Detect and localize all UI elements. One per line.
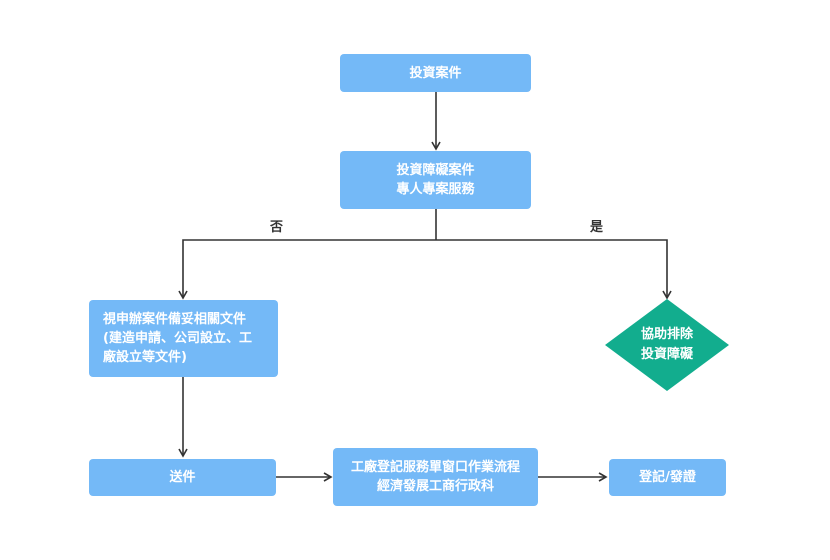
node-prepare-docs-line1: 視申辦案件備妥相關文件 — [103, 312, 247, 327]
node-assist: 協助排除 投資障礙 — [605, 299, 729, 391]
arrow-no-branch — [178, 239, 436, 300]
node-investment-case-label: 投資案件 — [409, 65, 462, 81]
node-registration-label: 登記/發證 — [639, 470, 696, 485]
node-barrier-case-line1: 投資障礙案件 — [396, 163, 475, 178]
node-assist-line1: 協助排除 — [640, 327, 693, 342]
node-prepare-docs-line2: (建造申請、公司設立、工 — [103, 331, 252, 346]
edge-label-yes: 是 — [590, 220, 604, 235]
arrow-yes-branch — [436, 239, 672, 300]
assist-diamond — [605, 299, 729, 391]
node-prepare-docs: 視申辦案件備妥相關文件 (建造申請、公司設立、工 廠設立等文件) — [89, 300, 278, 377]
node-registration: 登記/發證 — [609, 459, 726, 496]
node-assist-line2: 投資障礙 — [640, 347, 693, 362]
node-barrier-case-line2: 專人專案服務 — [396, 182, 475, 197]
node-prepare-docs-line3: 廠設立等文件) — [103, 350, 187, 365]
node-barrier-case: 投資障礙案件 專人專案服務 — [340, 151, 531, 209]
node-factory-window: 工廠登記服務單窗口作業流程 經濟發展工商行政科 — [333, 448, 538, 506]
node-factory-window-line1: 工廠登記服務單窗口作業流程 — [350, 460, 520, 475]
node-factory-window-line2: 經濟發展工商行政科 — [376, 479, 494, 494]
node-investment-case: 投資案件 — [340, 54, 531, 92]
node-submit-label: 送件 — [169, 470, 196, 485]
node-submit: 送件 — [89, 459, 276, 496]
edge-label-no: 否 — [270, 220, 284, 235]
